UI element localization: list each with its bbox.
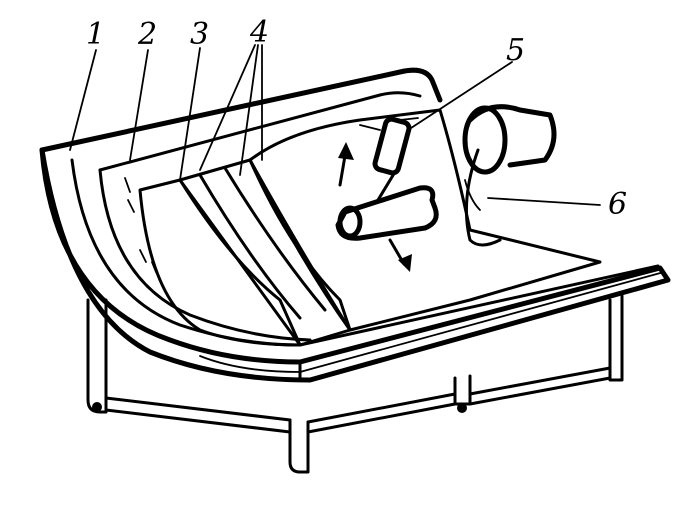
label-4: 4 [249,15,269,50]
support-frame [86,294,624,474]
label-5: 5 [506,33,525,68]
label-2: 2 [137,17,157,52]
label-6: 6 [608,187,627,222]
roller-tool [335,116,439,272]
label-1: 1 [86,17,105,52]
resin-container [462,104,557,247]
fabric-sheet [248,108,602,332]
release-layer [98,91,422,342]
mold-shell [39,67,671,383]
label-3: 3 [190,17,209,52]
leader-lines [69,44,601,206]
